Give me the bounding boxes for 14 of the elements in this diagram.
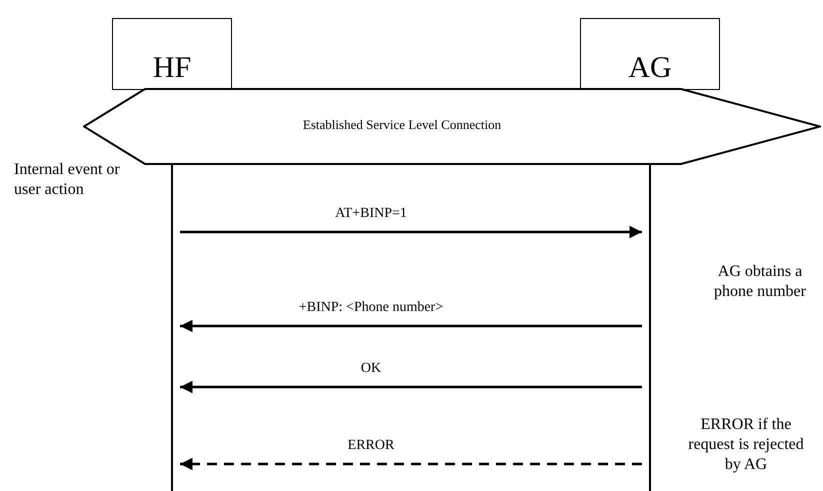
message-label: OK (360, 361, 382, 377)
message-label: +BINP: <Phone number> (298, 300, 444, 316)
message-arrow (180, 320, 642, 332)
message-arrow (180, 380, 642, 394)
message-label: AT+BINP=1 (335, 206, 407, 222)
message-arrow (180, 226, 642, 238)
annotation-note: Internal event or user action (14, 160, 121, 200)
band-label: Established Service Level Connection (302, 116, 502, 132)
annotation-note: AG obtains a phone number (713, 262, 807, 302)
participant-box: HF (112, 18, 232, 90)
message-arrow (180, 458, 642, 470)
annotation-note: ERROR if the request is rejected by AG (687, 415, 805, 475)
message-label: ERROR (348, 438, 394, 454)
participant-box: AG (580, 18, 720, 90)
